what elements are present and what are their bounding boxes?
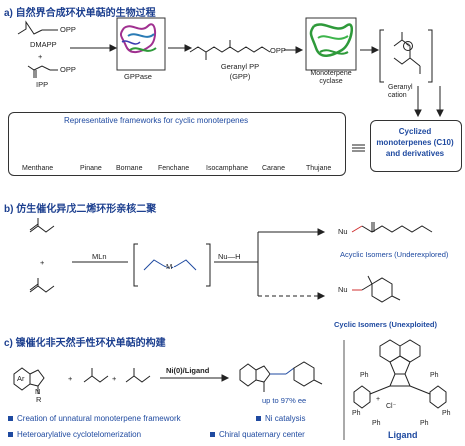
plus-sign-c2: + (112, 374, 117, 383)
bullet-item-2: Ni catalysis (256, 414, 305, 423)
nu-bottom-label: Nu (338, 285, 348, 294)
cyclase-protein-image (305, 17, 357, 71)
acyclic-isomers-label: Acyclic Isomers (Underexplored) (340, 250, 449, 259)
opp-label-gpp: OPP (270, 46, 286, 55)
ligand-ph-6: Ph (420, 420, 429, 427)
plus-sign-b: + (40, 258, 45, 267)
product-structure (239, 361, 323, 392)
ligand-ph-4: Ph (442, 410, 451, 417)
framework-carane: Carane (262, 165, 285, 172)
frameworks-box (8, 112, 346, 176)
acyclic-product-structure (351, 222, 433, 233)
isoprene-bottom (29, 278, 55, 293)
frameworks-title: Representative frameworks for cyclic mon… (64, 116, 249, 125)
gpp-label: (GPP) (229, 72, 251, 81)
ligand-ph-5: Ph (372, 420, 381, 427)
bullet-item-4: Chiral quaternary center (210, 430, 305, 439)
geranyl-cation-label: Geranyl cation (388, 84, 413, 99)
dmapp-label: DMAPP (30, 40, 57, 49)
ligand-plus-charge: + (376, 396, 381, 403)
bullet-square-icon (210, 432, 215, 437)
ligand-ph-2: Ph (430, 372, 439, 379)
section-c-title: c) 镍催化非天然手性环状单萜的构建 (4, 338, 166, 349)
ligand-ph-1: Ph (360, 372, 369, 379)
ligand-ph-3: Ph (352, 410, 361, 417)
bullet-square-icon (256, 416, 261, 421)
framework-pinane: Pinane (80, 165, 102, 172)
plus-sign-a: + (38, 52, 43, 61)
framework-thujane: Thujane (306, 165, 332, 172)
cyclic-isomers-label: Cyclic Isomers (Unexploited) (334, 320, 437, 329)
framework-menthane: Menthane (22, 165, 54, 172)
monoterpene-cyclase-label: Monoterpene cyclase (310, 70, 352, 85)
isoprene-c1 (83, 368, 109, 383)
bullet-square-icon (8, 416, 13, 421)
framework-fenchane: Fenchane (158, 165, 190, 172)
dmapp-structure (17, 20, 43, 35)
geranyl-pp-label: Geranyl PP (220, 62, 260, 71)
cyclized-text: Cyclized monoterpenes (C10) and derivati… (376, 127, 454, 158)
gpp-structure (189, 46, 271, 53)
opp-label-ipp: OPP (60, 65, 76, 74)
metal-m-label: M (166, 262, 173, 271)
n-label: N (35, 387, 41, 396)
isoprene-c2 (125, 368, 151, 383)
ipp-label: IPP (36, 80, 49, 89)
nu-top-label: Nu (338, 227, 348, 236)
bullet-item-3: Heteroarylative cyclotelomerization (8, 430, 141, 439)
gppase-protein-image (116, 17, 166, 71)
bullet-item-1: Creation of unnatural monoterpene framew… (8, 414, 181, 423)
opp-label-dmapp: OPP (60, 25, 76, 34)
ipp-structure (27, 65, 51, 71)
ligand-label: Ligand (388, 430, 418, 440)
benzimidazole-structure (13, 367, 45, 394)
ee-label: up to 97% ee (262, 396, 307, 405)
nucleophile-label: Nu—H (218, 252, 241, 261)
cation-charge-icon: + (403, 41, 413, 51)
geranyl-cation-structure (393, 39, 411, 65)
ligand-structure (353, 339, 447, 409)
framework-isocamphane: Isocamphane (206, 165, 249, 172)
ligand-chloride: Cl⁻ (386, 403, 397, 410)
catalyst-label: Ni(0)/Ligand (166, 366, 210, 375)
r-label: R (36, 395, 42, 404)
metal-complex-structure (143, 259, 197, 271)
section-b-title: b) 仿生催化异戊二烯环形亲核二聚 (4, 204, 157, 215)
section-a-title: a) 自然界合成环状单萜的生物过程 (4, 8, 156, 19)
ar-label: Ar (17, 374, 25, 383)
cyclic-product-structure (352, 275, 401, 303)
catalyst-ml-label: MLn (92, 252, 107, 261)
gppase-label: GPPase (124, 72, 152, 81)
cyclized-box (370, 120, 462, 172)
isoprene-top (29, 218, 55, 233)
framework-bornane: Bornane (116, 165, 143, 172)
bullet-square-icon (8, 432, 13, 437)
plus-sign-c1: + (68, 374, 73, 383)
